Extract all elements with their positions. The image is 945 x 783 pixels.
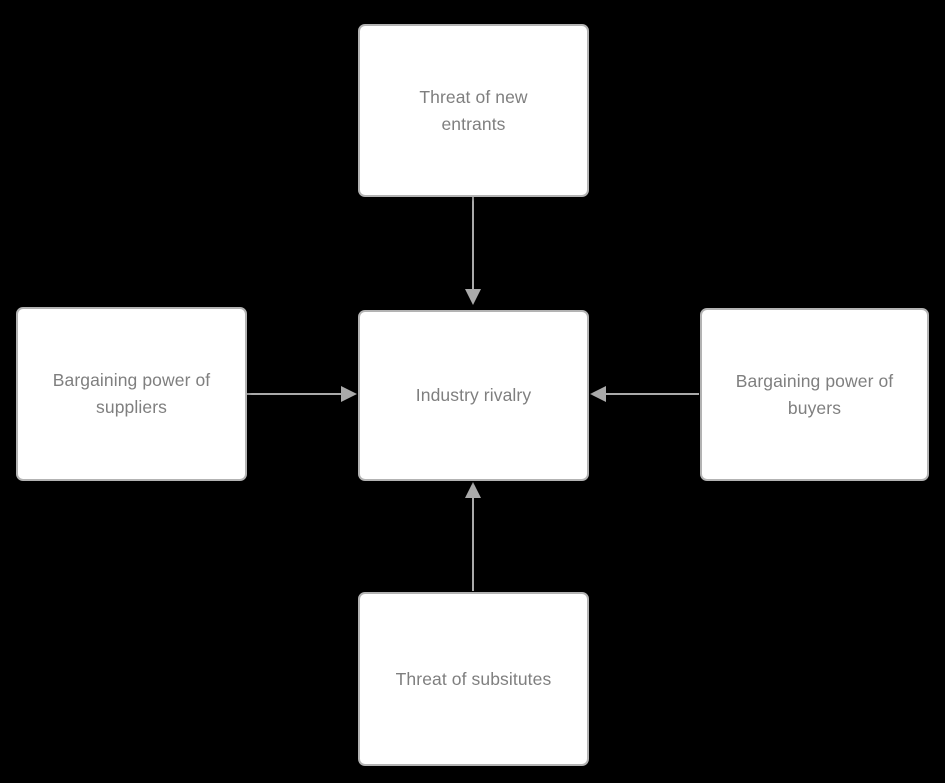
node-bargaining-power-of-suppliers[interactable]: Bargaining power of suppliers (16, 307, 247, 481)
node-label: Bargaining power of buyers (735, 370, 894, 418)
node-threat-of-substitutes[interactable]: Threat of subsitutes (358, 592, 589, 766)
node-label: Bargaining power of suppliers (52, 370, 211, 417)
node-label: Threat of subsitutes (395, 668, 552, 689)
edge-bottom-to-center (465, 482, 481, 591)
node-industry-rivalry[interactable]: Industry rivalry (358, 310, 589, 481)
edge-top-to-center (465, 197, 481, 305)
node-label: Industry rivalry (415, 385, 532, 405)
edge-left-to-center (247, 386, 357, 402)
node-bargaining-power-of-buyers[interactable]: Bargaining power of buyers (700, 308, 929, 481)
edge-right-to-center (590, 386, 699, 402)
node-label: Threat of new entrants (419, 86, 528, 134)
node-threat-of-new-entrants[interactable]: Threat of new entrants (358, 24, 589, 197)
